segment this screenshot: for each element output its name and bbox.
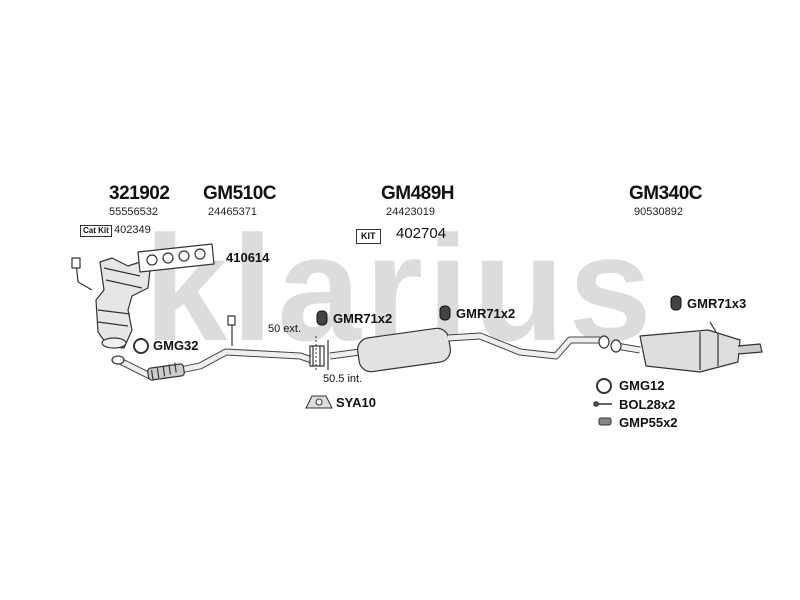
manifold-gasket-drawing[interactable] [137, 243, 215, 273]
oe-number-55556532: 55556532 [109, 206, 158, 218]
gasket-ring-icon [596, 378, 612, 394]
label-50-5-int: 50.5 int. [323, 373, 363, 385]
kit-number[interactable]: 402704 [396, 225, 447, 242]
label-gmr71x2-b[interactable]: GMR71x2 [456, 306, 516, 321]
cat-kit-badge: Cat Kit [80, 225, 112, 237]
label-50-ext: 50 ext. [268, 323, 302, 335]
rubber-mount-icon [670, 295, 682, 311]
rear-silencer-drawing[interactable] [610, 321, 763, 373]
cat-kit-number[interactable]: 402349 [114, 224, 151, 236]
part-code-gm489h[interactable]: GM489H [381, 183, 455, 204]
gasket-ring-icon [133, 338, 149, 354]
label-gmp55x2[interactable]: GMP55x2 [619, 415, 678, 430]
connector-sleeve-drawing[interactable] [309, 340, 329, 370]
oe-number-24465371: 24465371 [208, 206, 257, 218]
label-gmr71x2-a[interactable]: GMR71x2 [333, 311, 393, 326]
gasket-code-410614[interactable]: 410614 [226, 250, 270, 265]
spring-icon [598, 417, 612, 426]
lambda-sensor-icon [71, 257, 93, 291]
label-gmr71x3[interactable]: GMR71x3 [687, 296, 747, 311]
label-sya10[interactable]: SYA10 [336, 395, 376, 410]
clamp-icon [305, 395, 333, 409]
part-code-gm510c[interactable]: GM510C [203, 183, 277, 204]
oe-number-90530892: 90530892 [634, 206, 683, 218]
bolt-icon [593, 401, 612, 407]
oe-number-24423019: 24423019 [386, 206, 435, 218]
centre-silencer-drawing[interactable] [329, 327, 610, 373]
label-gmg32[interactable]: GMG32 [153, 338, 199, 353]
part-code-gm340c[interactable]: GM340C [629, 183, 703, 204]
kit-badge: KIT [356, 229, 381, 244]
rubber-mount-icon [316, 310, 328, 326]
front-pipe-drawing[interactable] [111, 315, 314, 381]
catalytic-converter-drawing[interactable] [95, 257, 151, 349]
rubber-mount-icon [439, 305, 451, 321]
label-bol28x2[interactable]: BOL28x2 [619, 397, 676, 412]
part-code-321902[interactable]: 321902 [109, 183, 170, 204]
label-gmg12[interactable]: GMG12 [619, 378, 665, 393]
